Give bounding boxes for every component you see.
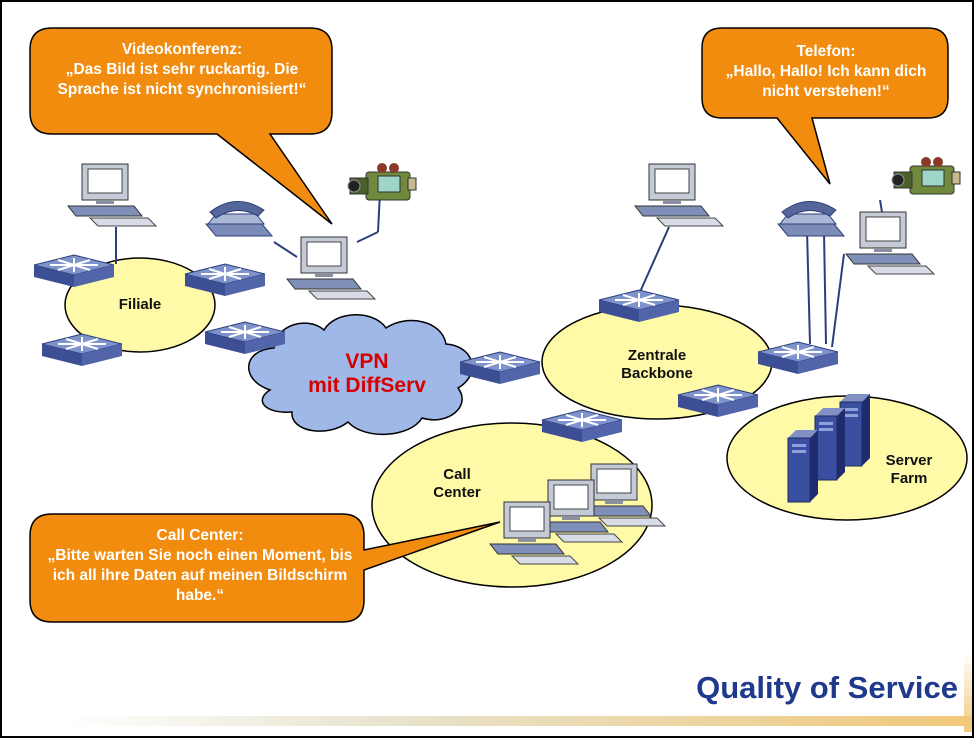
- slide-title: Quality of Service: [696, 670, 958, 705]
- label-vpn: VPN mit DiffServ: [292, 350, 442, 398]
- pc-video: [286, 236, 376, 300]
- label-vpn-line1: VPN: [345, 350, 389, 373]
- pc-telefon: [845, 211, 935, 275]
- connection-lines: [115, 191, 883, 348]
- phone-filiale-icon: [205, 200, 273, 237]
- label-serverfarm: Server Farm: [874, 452, 944, 488]
- camera-zentrale-icon: [891, 156, 961, 195]
- server-2-icon: [814, 407, 846, 481]
- zone-filiale: [64, 257, 216, 353]
- bubble-video-heading: Videokonferenz:: [121, 41, 243, 58]
- bubble-video: [29, 27, 333, 225]
- label-callcenter-line2: Center: [433, 484, 481, 501]
- label-serverfarm-line1: Server: [885, 452, 933, 469]
- bubble-phone-text: Telefon: „Hallo, Hallo! Ich kann dich ni…: [710, 42, 942, 102]
- camera-filiale-icon: [347, 162, 417, 201]
- label-zentrale-line2: Backbone: [621, 365, 693, 382]
- bubble-video-text: Videokonferenz: „Das Bild ist sehr rucka…: [38, 40, 326, 100]
- bubble-callcenter-quote: „Bitte warten Sie noch einen Moment, bis…: [47, 547, 353, 604]
- label-zentrale: Zentrale Backbone: [602, 347, 712, 383]
- pc-filiale: [67, 163, 157, 227]
- label-filiale: Filiale: [118, 296, 162, 313]
- bubble-video-quote: „Das Bild ist sehr ruckartig. Die Sprach…: [57, 61, 307, 98]
- bubble-phone-heading: Telefon:: [796, 43, 856, 60]
- bubble-phone: [701, 27, 949, 185]
- bubble-callcenter-text: Call Center: „Bitte warten Sie noch eine…: [42, 526, 358, 606]
- title-side-bar: [964, 652, 972, 732]
- phone-zentrale-icon: [777, 200, 845, 237]
- bubble-callcenter-heading: Call Center:: [156, 527, 244, 544]
- label-callcenter-line1: Call: [443, 466, 471, 483]
- bubble-phone-quote: „Hallo, Hallo! Ich kann dich nicht verst…: [725, 63, 927, 100]
- pc-zentrale: [634, 163, 724, 227]
- label-serverfarm-line2: Farm: [890, 470, 928, 487]
- label-vpn-line2: mit DiffServ: [308, 374, 426, 397]
- server-1-icon: [787, 429, 819, 503]
- label-callcenter: Call Center: [422, 466, 492, 502]
- title-underline: [62, 716, 972, 726]
- label-zentrale-line1: Zentrale: [627, 347, 687, 364]
- switch-vpn-right: [459, 351, 541, 385]
- bubble-callcenter: [29, 513, 501, 623]
